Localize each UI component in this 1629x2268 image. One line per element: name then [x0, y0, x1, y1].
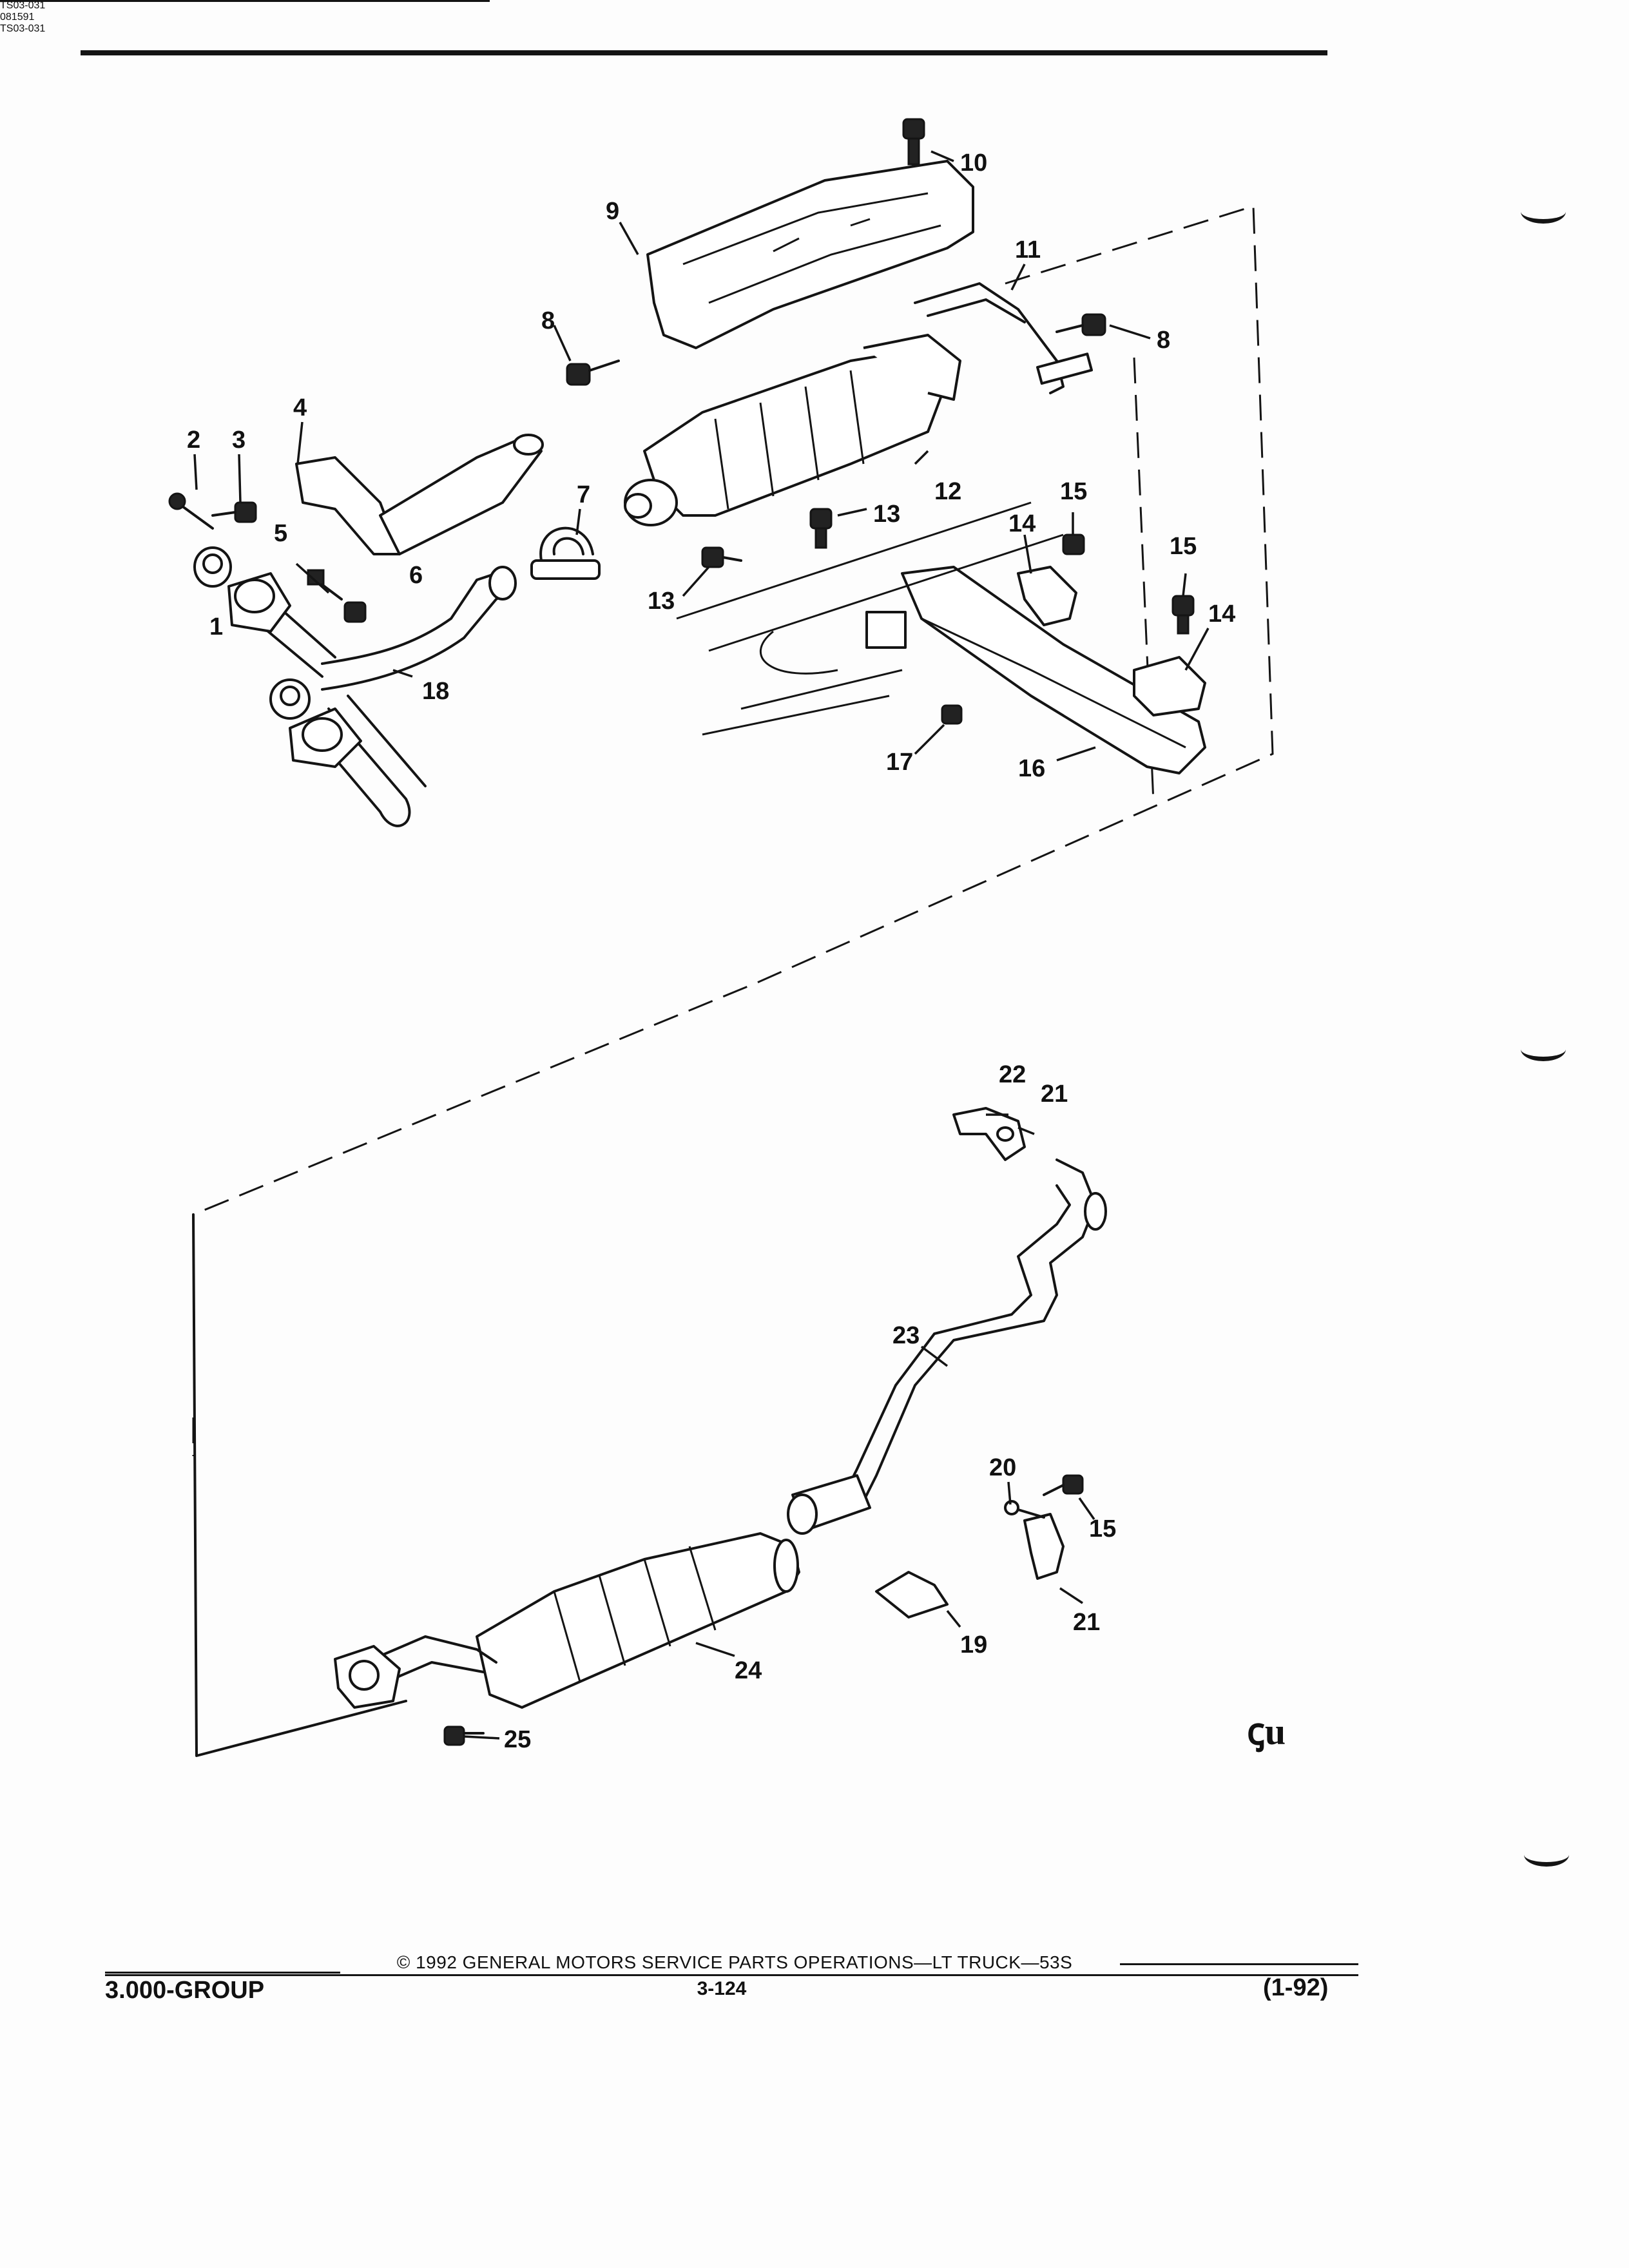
heat-shield [646, 160, 974, 349]
callout-labels: 1 2 3 4 5 6 7 8 8 9 10 11 12 13 13 14 14… [187, 149, 1235, 1753]
callout-11: 11 [1015, 236, 1041, 264]
bolt-15-lower [1043, 1474, 1084, 1496]
callout-15-upper: 15 [1060, 478, 1087, 505]
callout-10: 10 [960, 149, 987, 177]
callout-13-upper: 13 [873, 501, 900, 528]
callout-9: 9 [606, 198, 619, 225]
callout-15-lower: 15 [1089, 1515, 1116, 1542]
stud-2 [168, 492, 214, 530]
nut-17 [941, 704, 963, 725]
catalytic-converter [624, 334, 961, 526]
callout-21-upper: 21 [1041, 1081, 1068, 1108]
stud-5 [307, 569, 343, 601]
footer-group-number: 3.000-GROUP [105, 1977, 265, 2004]
callout-4: 4 [293, 394, 307, 421]
callout-8-left: 8 [541, 307, 555, 334]
pipe-flange-lower [289, 707, 362, 768]
callout-22: 22 [999, 1061, 1026, 1088]
callout-19: 19 [960, 1631, 987, 1658]
callout-13-lower: 13 [648, 588, 675, 615]
hanger-insulator-lower [1133, 656, 1206, 716]
hanger-bracket-upper [952, 1107, 1026, 1161]
callout-5: 5 [274, 520, 287, 547]
callout-24: 24 [735, 1657, 762, 1684]
figure-reference-header: TS03-031 081591 [0, 0, 116, 23]
callout-8-right: 8 [1157, 327, 1170, 354]
bolt-10 [902, 118, 925, 166]
hanger-bracket [914, 282, 1094, 394]
callout-14-lower: 14 [1208, 601, 1235, 628]
callout-12: 12 [934, 478, 961, 505]
nut-6 [343, 601, 367, 623]
callout-20: 20 [989, 1454, 1016, 1481]
callout-1: 1 [209, 613, 223, 640]
binder-margin-mark [1524, 1843, 1569, 1867]
muffler [476, 1532, 800, 1709]
lower-boundary-line [192, 1213, 407, 1757]
gasket-upper [193, 546, 232, 588]
leader-lines [193, 150, 1210, 1740]
binder-margin-mark [1521, 200, 1566, 224]
callout-15-middle: 15 [1170, 533, 1197, 560]
callout-7: 7 [577, 481, 590, 508]
figure-ref-date: 081591 [0, 12, 35, 23]
footer-revision-date: (1-92) [1263, 1974, 1329, 2001]
hanger-insulator-upper [1017, 566, 1077, 626]
bolt-25 [443, 1725, 485, 1746]
gasket-lower [269, 678, 311, 720]
hanger-strap-20 [1004, 1500, 1045, 1519]
callout-25: 25 [504, 1726, 531, 1753]
binder-margin-mark [1521, 1037, 1566, 1061]
crossover-pipe [263, 566, 517, 827]
u-clamp [530, 526, 601, 580]
callout-3: 3 [232, 427, 246, 454]
bolt-15-upper [1062, 533, 1085, 555]
pipe-flange-upper [227, 572, 291, 633]
figure-ref-code: TS03-031 [0, 0, 46, 11]
callout-2: 2 [187, 427, 200, 454]
footer-rule-left [105, 1972, 340, 1974]
bolt-15-middle [1171, 595, 1195, 635]
footer-copyright: © 1992 GENERAL MOTORS SERVICE PARTS OPER… [396, 1952, 1073, 1972]
figure-ref-code-bottom: TS03-031 [0, 23, 46, 34]
footer-rule-right [1120, 1963, 1358, 1965]
callout-16: 16 [1018, 755, 1045, 782]
bolt-3 [211, 501, 257, 523]
top-edge-rule [0, 0, 490, 2]
bolt-13-lower [701, 546, 742, 568]
callout-23: 23 [892, 1322, 920, 1349]
header-rule [81, 50, 1327, 55]
callout-14-upper: 14 [1008, 510, 1036, 537]
intermediate-pipe [787, 1158, 1107, 1535]
pipe-bracket [295, 434, 544, 555]
callout-6: 6 [409, 562, 423, 589]
footer-underline [105, 1974, 1358, 1976]
callout-18: 18 [422, 678, 449, 705]
bolt-13-upper [809, 508, 833, 549]
hanger-insulator-21-lower [1023, 1513, 1065, 1580]
muffler-inlet-pipe [334, 1635, 497, 1709]
bolt-8-left [566, 360, 620, 386]
vehicle-body-lines [676, 501, 1064, 736]
callout-17: 17 [886, 749, 913, 776]
footer-page-number: 3-124 [697, 1978, 747, 1999]
hanger-bracket-19 [875, 1571, 949, 1619]
gm-spo-logo: ꞔu [1247, 1711, 1286, 1753]
bolt-8-right [1055, 313, 1106, 336]
upper-boundary-line [193, 204, 1274, 1216]
frame-crossmember [865, 566, 1206, 774]
callout-21-lower: 21 [1073, 1609, 1100, 1636]
